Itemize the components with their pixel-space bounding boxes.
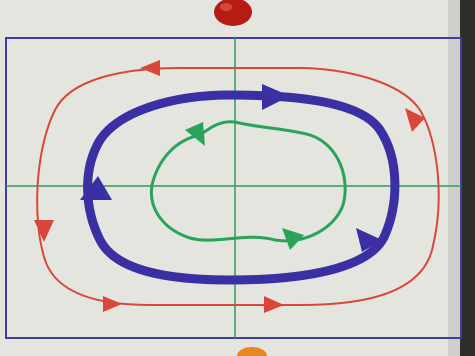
board-right-highlight — [448, 0, 460, 356]
